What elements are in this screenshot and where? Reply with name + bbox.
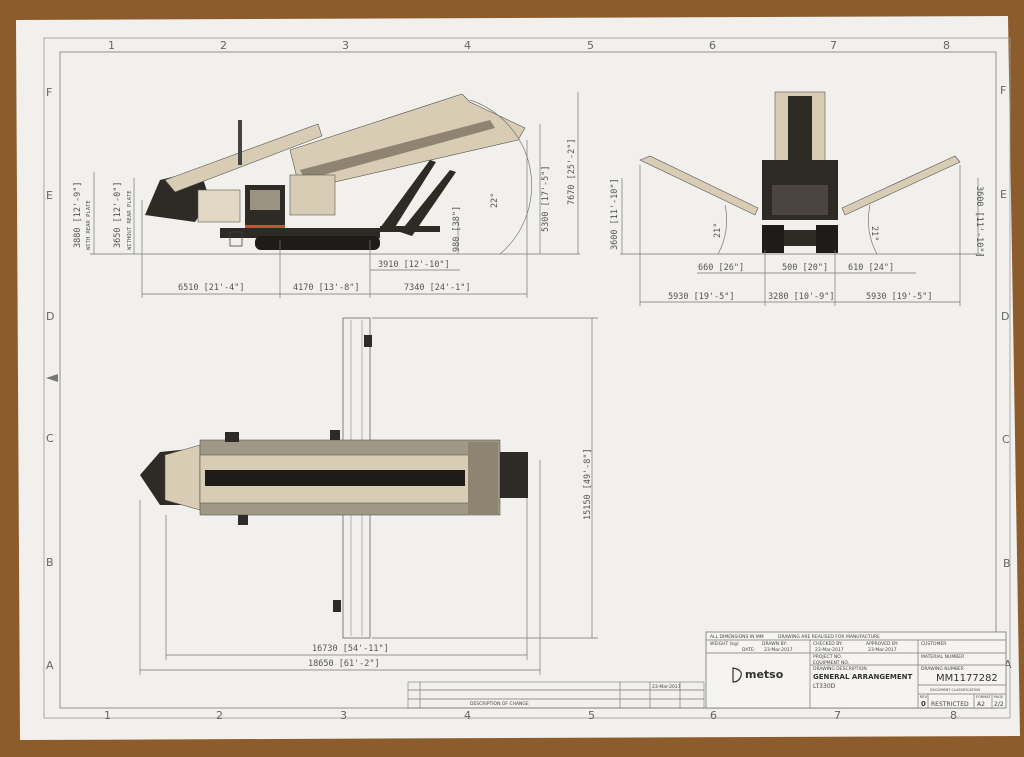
grid-col: 2 — [216, 709, 223, 722]
dim-width-right: 5930 [19'-5"] — [866, 292, 933, 302]
grid-col: 8 — [950, 709, 957, 722]
grid-row: E — [46, 189, 53, 202]
grid-col: 7 — [830, 39, 837, 52]
dim-length-rear: 6510 [21'-4"] — [178, 283, 245, 293]
grid-row-labels-left: F E D C B A — [46, 86, 54, 672]
grid-col: 6 — [709, 39, 716, 52]
change-description-label: DESCRIPTION OF CHANGE — [470, 701, 529, 707]
dim-inner-length: 16730 [54'-11"] — [312, 644, 389, 654]
dim-clearance-a: 980 [38"] — [452, 206, 462, 252]
dim-angle-right: 21° — [869, 226, 879, 241]
grid-col: 5 — [588, 709, 595, 722]
format-value: A2 — [977, 701, 985, 708]
front-view-machine — [639, 91, 961, 253]
drawing-description: GENERAL ARRANGEMENT — [813, 673, 912, 681]
grid-row: E — [1000, 188, 1007, 201]
description-label: DRAWING DESCRIPTION — [813, 666, 867, 672]
dim-width-left: 5930 [19'-5"] — [668, 292, 735, 302]
grid-row: F — [46, 86, 52, 99]
grid-col: 3 — [342, 39, 349, 52]
rev-value: 0 — [921, 700, 926, 708]
grid-row: F — [1000, 84, 1006, 97]
grid-col: 4 — [464, 39, 471, 52]
project-label: PROJECT NO. — [813, 654, 842, 660]
dim-width-mid: 3280 [10'-9"] — [768, 292, 835, 302]
dim-discharge-height: 5300 [17'-5"] — [541, 165, 551, 232]
grid-column-labels-bottom: 1 2 3 4 5 6 7 8 — [104, 709, 957, 722]
grid-row: C — [46, 432, 54, 445]
metso-logo: metso — [745, 668, 784, 681]
side-view-dimensions: 3880 [12'-9"] WITH REAR PLATE 3650 [12'-… — [73, 92, 580, 298]
metso-logo-icon — [732, 667, 742, 683]
dim-length-front: 7340 [24'-1"] — [404, 283, 471, 293]
rev-label: REV — [920, 695, 928, 699]
grid-row: B — [1003, 557, 1011, 570]
dim-overhang: 3910 [12'-10"] — [378, 260, 450, 270]
dim-gap-right: 610 [24"] — [848, 263, 894, 273]
grid-col: 5 — [587, 39, 594, 52]
title-block: ALL DIMENSIONS IN MM DRAWING ARE REALISE… — [705, 631, 1007, 709]
revision-block: DESCRIPTION OF CHANGE 23-Mar-2017 — [407, 681, 705, 709]
dim-height-right: 3600 [11'-10"] — [974, 186, 984, 258]
page-label: PAGE — [994, 695, 1003, 699]
grid-row: D — [46, 310, 54, 323]
material-label: MATERIAL NUMBER — [921, 654, 964, 660]
weight-label: WEIGHT (kg) — [710, 641, 739, 647]
grid-col: 8 — [943, 39, 950, 52]
checked-by-label: CHECKED BY: — [813, 641, 843, 647]
dim-height-with-plate: 3880 [12'-9"] — [73, 181, 83, 248]
grid-row: B — [46, 556, 54, 569]
classification-label: DOCUMENT CLASSIFICATION — [930, 688, 980, 692]
front-view-dimensions: 3600 [11'-10"] 3600 [11'-10"] 21° 21° 66… — [610, 165, 984, 306]
grid-row: C — [1002, 433, 1010, 446]
grid-col: 4 — [464, 709, 471, 722]
centering-arrow-icon — [46, 374, 58, 382]
customer-label: CUSTOMER — [921, 641, 946, 647]
grid-row: D — [1001, 310, 1009, 323]
model-name: LT330D — [813, 683, 836, 690]
grid-column-labels-top: 1 2 3 4 5 6 7 8 — [108, 39, 950, 52]
format-label: FORMAT — [976, 695, 991, 699]
dim-angle-left: 21° — [713, 223, 723, 238]
dim-total-length: 18650 [61'-2"] — [308, 659, 380, 669]
dim-height-without-plate: 3650 [12'-0"] — [113, 181, 123, 248]
top-view-machine — [140, 317, 528, 639]
note-without-rear-plate: WITHOUT REAR PLATE — [127, 190, 133, 250]
side-view-machine — [145, 93, 526, 250]
date-approved: 23-Mar-2017 — [868, 647, 897, 653]
dim-gap-left: 660 [26"] — [698, 263, 744, 273]
grid-col: 1 — [104, 709, 111, 722]
dim-angle: 22° — [490, 193, 500, 208]
classification-value: RESTRICTED — [931, 701, 969, 708]
drawing-number: MM1177282 — [936, 673, 998, 684]
grid-row: A — [1004, 658, 1012, 671]
dim-height-left: 3600 [11'-10"] — [610, 178, 620, 250]
grid-row: A — [46, 659, 54, 672]
grid-col: 2 — [220, 39, 227, 52]
outer-border — [43, 37, 1011, 719]
grid-row-labels-right: F E D C B A — [1000, 84, 1012, 671]
dim-total-height: 7670 [25'-2"] — [567, 138, 577, 205]
dim-top-width: 15150 [49'-8"] — [583, 448, 593, 520]
date-checked: 23-Mar-2017 — [815, 647, 844, 653]
dim-length-mid: 4170 [13'-8"] — [293, 283, 360, 293]
date-label: DATE: — [742, 647, 755, 653]
drawn-by-label: DRAWN BY: — [762, 641, 787, 647]
grid-col: 7 — [834, 709, 841, 722]
drawing-note: DRAWING ARE REALISED FOR MANUFACTURE — [778, 634, 880, 640]
date-drawn: 23-Mar-2017 — [764, 647, 793, 653]
drawing-number-label: DRAWING NUMBER — [921, 666, 964, 672]
note-with-rear-plate: WITH REAR PLATE — [86, 200, 92, 250]
page-value: 2/2 — [994, 701, 1004, 708]
grid-col: 6 — [710, 709, 717, 722]
grid-col: 3 — [340, 709, 347, 722]
top-view-dimensions: 15150 [49'-8"] 16730 [54'-11"] 18650 [61… — [139, 317, 598, 675]
units-note: ALL DIMENSIONS IN MM — [710, 634, 764, 640]
dim-gap-mid: 500 [20"] — [782, 263, 828, 273]
equipment-label: EQUIPMENT NO. — [813, 660, 849, 666]
approved-by-label: APPROVED BY: — [866, 641, 898, 647]
grid-col: 1 — [108, 39, 115, 52]
change-date: 23-Mar-2017 — [652, 684, 681, 690]
